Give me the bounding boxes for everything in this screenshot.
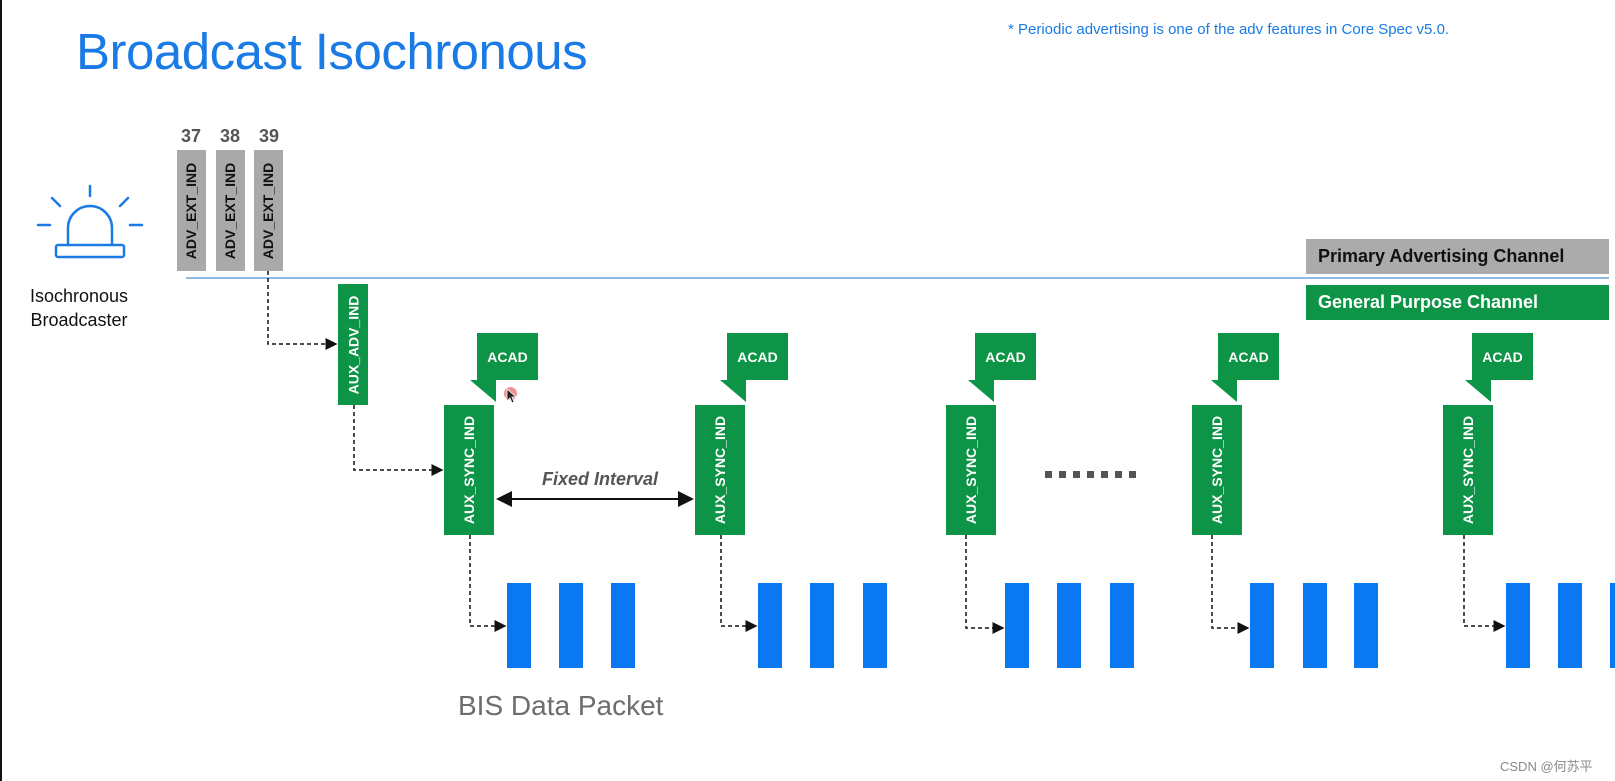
siren-icon [36,184,144,259]
channel-number-38: 38 [219,126,241,146]
cursor-arrow-icon [506,388,518,404]
general-purpose-channel-label: General Purpose Channel [1306,285,1609,320]
bis-packet-block [1057,583,1081,668]
arrow-sync-to-bis [469,535,507,632]
primary-advertising-channel-label: Primary Advertising Channel [1306,239,1609,274]
adv-ext-ind-38: ADV_EXT_IND [216,150,245,271]
acad-bubble: ACAD [1218,333,1279,380]
bis-packet-block [863,583,887,668]
ellipsis-dot [1101,471,1108,478]
acad-bubble: ACAD [1472,333,1533,380]
broadcaster-label-line2: Broadcaster [30,310,128,330]
bis-packet-block [1005,583,1029,668]
bis-packet-block [810,583,834,668]
ellipsis-dot [1073,471,1080,478]
bis-packet-block [559,583,583,668]
acad-bubble-tail [470,380,496,402]
arrow-aux-adv-to-sync [353,405,444,476]
acad-bubble-tail [720,380,746,402]
arrow-sync-to-bis [720,535,758,632]
adv-ext-ind-37: ADV_EXT_IND [177,150,206,271]
left-border-line [0,0,2,781]
acad-bubble: ACAD [975,333,1036,380]
fixed-interval-label: Fixed Interval [541,469,659,489]
ellipsis-dot [1045,471,1052,478]
acad-bubble-tail [968,380,994,402]
footnote: * Periodic advertising is one of the adv… [1008,21,1450,38]
bis-data-packet-label: BIS Data Packet [458,690,664,721]
ellipsis-dot [1115,471,1122,478]
ellipsis-dot [1129,471,1136,478]
watermark: CSDN @何苏平 [1500,759,1593,774]
bis-packet-block [611,583,635,668]
bis-packet-block [1250,583,1274,668]
aux-sync-ind-box: AUX_SYNC_IND [695,405,745,535]
ellipsis-dot [1087,471,1094,478]
broadcaster-label: Isochronous Broadcaster [14,284,144,332]
bis-packet-block [1558,583,1582,668]
acad-bubble-tail [1465,380,1491,402]
broadcaster-label-line1: Isochronous [29,286,129,306]
aux-adv-ind-box: AUX_ADV_IND [338,284,368,405]
channel-number-37: 37 [180,126,202,146]
channel-number-39: 39 [258,126,280,146]
aux-sync-ind-box: AUX_SYNC_IND [1192,405,1242,535]
aux-sync-ind-box: AUX_SYNC_IND [1443,405,1493,535]
page-title: Broadcast Isochronous [76,23,588,80]
bis-packet-block [1354,583,1378,668]
aux-sync-ind-box: AUX_SYNC_IND [946,405,996,535]
bis-packet-block [1610,583,1615,668]
bis-packet-block [1506,583,1530,668]
arrow-adv-to-aux-adv [267,271,338,350]
bis-packet-block [507,583,531,668]
adv-ext-ind-39: ADV_EXT_IND [254,150,283,271]
acad-bubble-tail [1211,380,1237,402]
bis-packet-block [1110,583,1134,668]
arrow-sync-to-bis [1463,535,1506,632]
ellipsis-dot [1059,471,1066,478]
arrow-sync-to-bis [1211,535,1250,634]
bis-packet-block [1303,583,1327,668]
aux-sync-ind-box: AUX_SYNC_IND [444,405,494,535]
acad-bubble: ACAD [477,333,538,380]
bis-packet-block [758,583,782,668]
arrow-sync-to-bis [965,535,1005,634]
acad-bubble: ACAD [727,333,788,380]
